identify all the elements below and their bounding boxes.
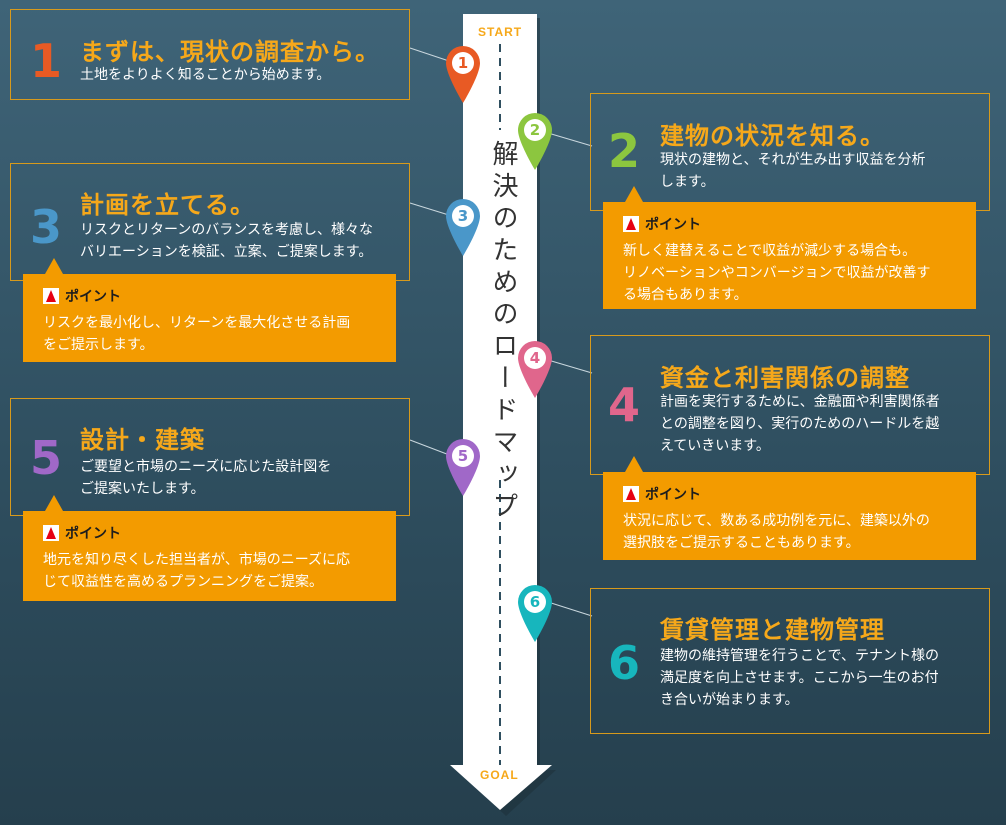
start-label: START xyxy=(478,25,523,39)
step-5-title: 設計・建築 xyxy=(80,426,205,454)
step-2-desc-line: します。 xyxy=(660,174,715,190)
brand-a-icon xyxy=(623,486,639,502)
pin-1-number: 1 xyxy=(457,54,469,72)
pin-5-number: 5 xyxy=(457,447,469,465)
step-1-number: 1 xyxy=(30,34,63,88)
point-line: 地元を知り尽くした担当者が、市場のニーズに応 xyxy=(43,552,351,568)
pin-3-number: 3 xyxy=(457,207,469,225)
step-5-number: 5 xyxy=(30,431,63,485)
connector-6 xyxy=(547,601,593,617)
step-4-title: 資金と利害関係の調整 xyxy=(660,364,910,392)
step-2-desc: 現状の建物と、それが生み出す収益を分析 します。 xyxy=(660,149,925,193)
pin-5-icon xyxy=(446,439,480,496)
point-label: ポイント xyxy=(65,289,121,305)
connector-3 xyxy=(409,202,453,217)
step-2-point-box: ポイント 新しく建替えることで収益が減少する場合も。 リノベーションやコンバージ… xyxy=(603,186,976,309)
step-3-point-text: リスクを最小化し、リターンを最大化させる計画 をご提示します。 xyxy=(43,312,378,356)
step-6-desc-line: 満足度を向上させます。ここから一生のお付 xyxy=(660,670,939,686)
point-label: ポイント xyxy=(645,217,701,233)
brand-a-icon xyxy=(43,525,59,541)
step-4-desc-line: えていきいます。 xyxy=(660,438,770,454)
step-3-desc-line: バリエーションを検証、立案、ご提案します。 xyxy=(80,244,373,260)
step-2-title: 建物の状況を知る。 xyxy=(660,122,885,150)
step-2-number: 2 xyxy=(608,124,641,178)
step-5-point-box: ポイント 地元を知り尽くした担当者が、市場のニーズに応 じて収益性を高めるプラン… xyxy=(23,495,396,601)
roadmap-title: 解決のためのロードマップ xyxy=(488,140,518,524)
step-4-point-box: ポイント 状況に応じて、数ある成功例を元に、建築以外の 選択肢をご提示することも… xyxy=(603,456,976,560)
step-5-desc-line: ご提案いたします。 xyxy=(80,481,205,497)
point-line: リスクを最小化し、リターンを最大化させる計画 xyxy=(43,315,351,331)
step-5-desc: ご要望と市場のニーズに応じた設計図を ご提案いたします。 xyxy=(80,456,331,500)
step-4-desc-line: との調整を図り、実行のためのハードルを越 xyxy=(660,416,940,432)
connector-2 xyxy=(547,132,593,147)
step-5-desc-line: ご要望と市場のニーズに応じた設計図を xyxy=(80,459,332,475)
pin-6-icon xyxy=(518,585,552,642)
step-6-number: 6 xyxy=(608,636,641,690)
step-4-number: 4 xyxy=(608,378,641,432)
step-6-card xyxy=(590,588,990,734)
pin-2-icon xyxy=(518,113,552,170)
point-label: ポイント xyxy=(65,526,121,542)
step-4-desc-line: 計画を実行するために、金融面や利害関係者 xyxy=(660,394,940,410)
connector-5 xyxy=(409,439,453,457)
goal-label: GOAL xyxy=(480,768,519,782)
step-3-desc-line: リスクとリターンのバランスを考慮し、様々な xyxy=(80,222,374,238)
step-2-desc-line: 現状の建物と、それが生み出す収益を分析 xyxy=(660,152,926,168)
pin-4-icon xyxy=(518,341,552,398)
step-4-desc: 計画を実行するために、金融面や利害関係者 との調整を図り、実行のためのハードルを… xyxy=(660,391,940,457)
step-4-point-text: 状況に応じて、数ある成功例を元に、建築以外の 選択肢をご提示することもあります。 xyxy=(623,510,958,554)
point-line: 新しく建替えることで収益が減少する場合も。 xyxy=(623,243,917,259)
step-1-desc-line: 土地をよりよく知ることから始めます。 xyxy=(80,67,331,83)
step-3-number: 3 xyxy=(30,200,63,254)
point-line: 選択肢をご提示することもあります。 xyxy=(623,535,860,551)
point-line: 状況に応じて、数ある成功例を元に、建築以外の xyxy=(623,513,930,529)
brand-a-icon xyxy=(43,288,59,304)
step-3-desc: リスクとリターンのバランスを考慮し、様々な バリエーションを検証、立案、ご提案し… xyxy=(80,219,373,263)
step-1-card xyxy=(10,9,410,100)
brand-a-icon xyxy=(623,216,639,232)
step-6-desc-line: き合いが始まります。 xyxy=(660,692,799,708)
pin-4-number: 4 xyxy=(529,349,541,367)
step-3-point-box: ポイント リスクを最小化し、リターンを最大化させる計画 をご提示します。 xyxy=(23,258,396,362)
step-6-desc-line: 建物の維持管理を行うことで、テナント様の xyxy=(660,648,940,664)
step-3-title: 計画を立てる。 xyxy=(80,191,255,219)
step-6-title: 賃貸管理と建物管理 xyxy=(660,616,885,644)
pin-3-icon xyxy=(446,199,480,256)
point-label: ポイント xyxy=(645,487,701,503)
pin-1-icon xyxy=(446,46,480,103)
step-6-desc: 建物の維持管理を行うことで、テナント様の 満足度を向上させます。ここから一生のお… xyxy=(660,645,939,711)
step-5-point-text: 地元を知り尽くした担当者が、市場のニーズに応 じて収益性を高めるプランニングをご… xyxy=(43,549,378,593)
connector-1 xyxy=(409,47,453,63)
point-line: リノベーションやコンバージョンで収益が改善す xyxy=(623,265,931,281)
pin-2-number: 2 xyxy=(529,121,541,139)
connector-4 xyxy=(547,359,593,374)
point-line: る場合もあります。 xyxy=(623,287,748,303)
pin-6-number: 6 xyxy=(529,593,541,611)
step-2-point-text: 新しく建替えることで収益が減少する場合も。 リノベーションやコンバージョンで収益… xyxy=(623,240,958,306)
point-line: じて収益性を高めるプランニングをご提案。 xyxy=(43,574,323,590)
point-line: をご提示します。 xyxy=(43,337,154,353)
step-1-title: まずは、現状の調査から。 xyxy=(80,38,380,66)
step-1-desc: 土地をよりよく知ることから始めます。 xyxy=(80,64,330,86)
